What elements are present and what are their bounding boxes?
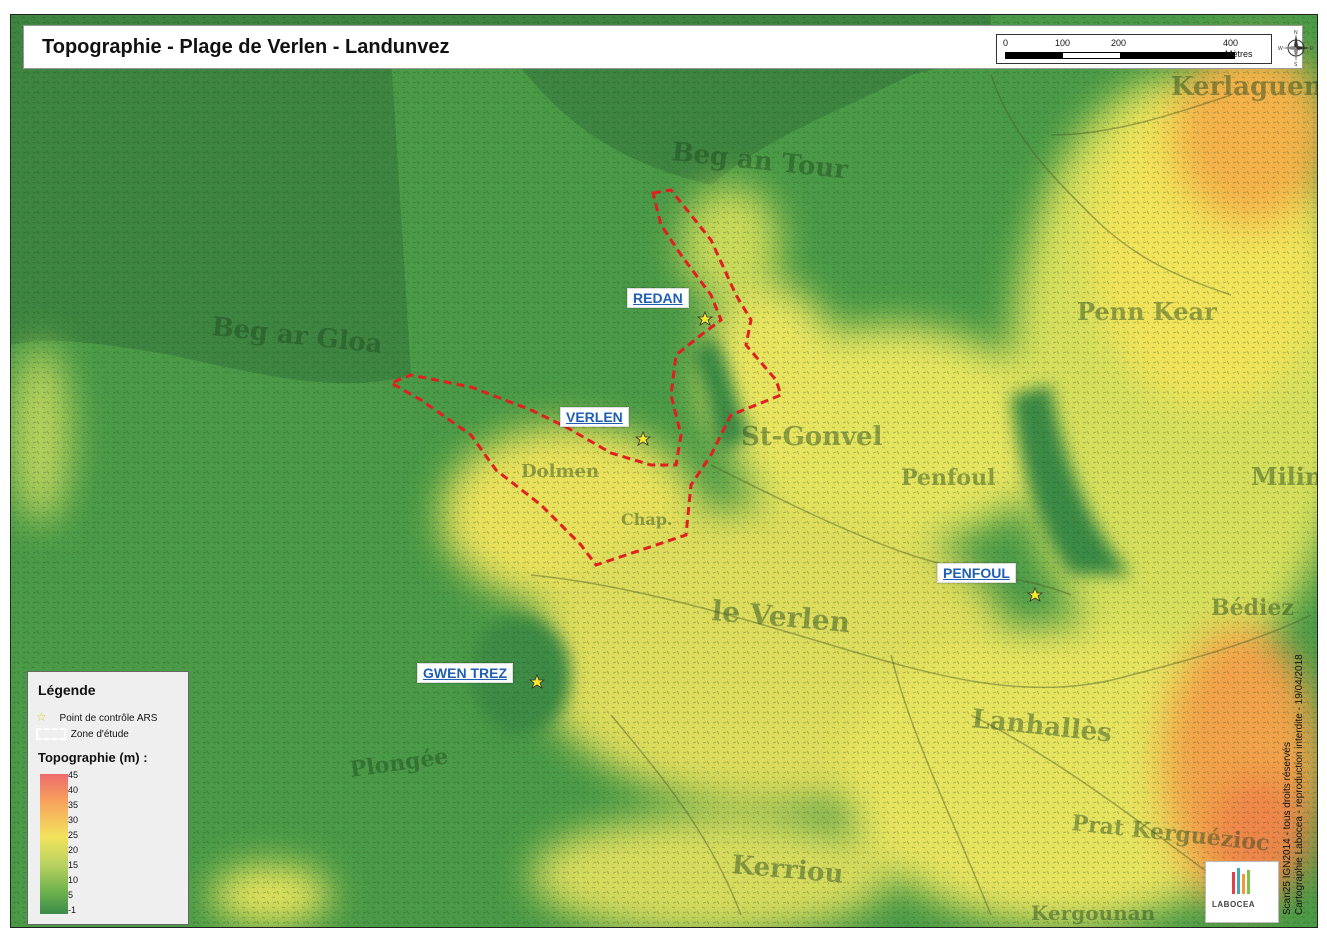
legend-study-zone-label: Zone d'étude — [70, 728, 129, 740]
topographic-map[interactable]: Beg an Tour Beg ar Gloa Penn Kear St-Gon… — [11, 15, 1317, 927]
credits-line-2: Cartographie Labocea - reproduction inte… — [1294, 654, 1305, 915]
basemap-label-dolmen: Dolmen — [521, 461, 599, 482]
legend-row-study-zone: Zone d'étude — [36, 728, 129, 740]
basemap-label-penn-kear: Penn Kear — [1077, 297, 1217, 326]
labocea-logo: LABOCEA — [1205, 861, 1279, 923]
control-point-star-penfoul[interactable] — [1026, 586, 1044, 602]
ramp-tick-35: 35 — [68, 800, 79, 810]
ramp-tick-20: 20 — [68, 845, 79, 855]
roads — [530, 74, 1312, 916]
scale-tick-0: 0 — [1003, 38, 1009, 48]
elevation-color-ramp — [40, 774, 68, 914]
scale-bar: 0 100 200 400 Mètres — [996, 34, 1272, 64]
ramp-tick-15: 15 — [68, 860, 79, 870]
basemap-label-st-gonvel: St-Gonvel — [741, 422, 883, 452]
compass-w: W — [1278, 46, 1283, 52]
map-credits: Scan25 IGN2014 - tous droits réservés Ca… — [1281, 615, 1311, 915]
place-label-verlen[interactable]: VERLEN — [560, 407, 629, 427]
map-title-bar: Topographie - Plage de Verlen - Landunve… — [23, 25, 1314, 69]
compass-rose-icon: N S E W — [1278, 30, 1314, 66]
basemap-label-penfoul: Penfoul — [901, 465, 995, 491]
place-label-penfoul[interactable]: PENFOUL — [937, 563, 1016, 583]
basemap-texture — [11, 15, 1317, 927]
compass-e: E — [1310, 46, 1314, 52]
control-point-star-verlen[interactable] — [634, 430, 652, 446]
scale-unit: Mètres — [1225, 49, 1253, 59]
basemap-label-chap: Chap. — [621, 510, 673, 529]
compass-s: S — [1294, 62, 1298, 66]
ramp-tick-10: 10 — [68, 875, 79, 885]
place-label-redan[interactable]: REDAN — [627, 288, 689, 308]
basemap-label-bediez: Bédiez — [1211, 595, 1294, 621]
map-frame: Beg an Tour Beg ar Gloa Penn Kear St-Gon… — [10, 14, 1318, 928]
study-zone-outline[interactable] — [387, 188, 783, 567]
credits-line-1: Scan25 IGN2014 - tous droits réservés — [1282, 742, 1293, 915]
ramp-tick-30: 30 — [68, 815, 79, 825]
legend-zone-swatch-icon — [36, 728, 66, 740]
ramp-tick-minus1: -1 — [68, 905, 77, 915]
basemap-label-kergounan: Kergounan — [1031, 901, 1156, 925]
legend-star-icon: ☆ — [36, 710, 47, 724]
control-point-star-redan[interactable] — [696, 310, 714, 326]
legend-topo-title: Topographie (m) : — [38, 750, 148, 765]
legend-control-point-label: Point de contrôle ARS — [59, 713, 158, 724]
ramp-tick-25: 25 — [68, 830, 79, 840]
ramp-tick-5: 5 — [68, 890, 74, 900]
basemap-label-kerlaguen: Kerlaguen — [1171, 72, 1317, 102]
place-label-gwen-trez[interactable]: GWEN TREZ — [417, 663, 513, 683]
compass-n: N — [1294, 30, 1298, 36]
scale-tick-200: 200 — [1111, 38, 1127, 48]
legend-title: Légende — [38, 682, 96, 698]
basemap-label-milin: Milin Goz — [1251, 462, 1317, 491]
map-title: Topographie - Plage de Verlen - Landunve… — [42, 36, 450, 58]
ramp-tick-45: 45 — [68, 770, 79, 780]
control-point-star-gwen-trez[interactable] — [528, 673, 546, 689]
scale-bar-graphic — [1005, 52, 1235, 59]
ramp-tick-40: 40 — [68, 785, 79, 795]
map-legend: Légende ☆ Point de contrôle ARS Zone d'é… — [27, 671, 189, 925]
labocea-logo-icon — [1232, 868, 1250, 894]
legend-row-control-point: ☆ Point de contrôle ARS — [36, 710, 157, 724]
scale-tick-400: 400 — [1223, 38, 1239, 48]
logo-text: LABOCEA — [1212, 900, 1256, 909]
scale-tick-100: 100 — [1055, 38, 1071, 48]
